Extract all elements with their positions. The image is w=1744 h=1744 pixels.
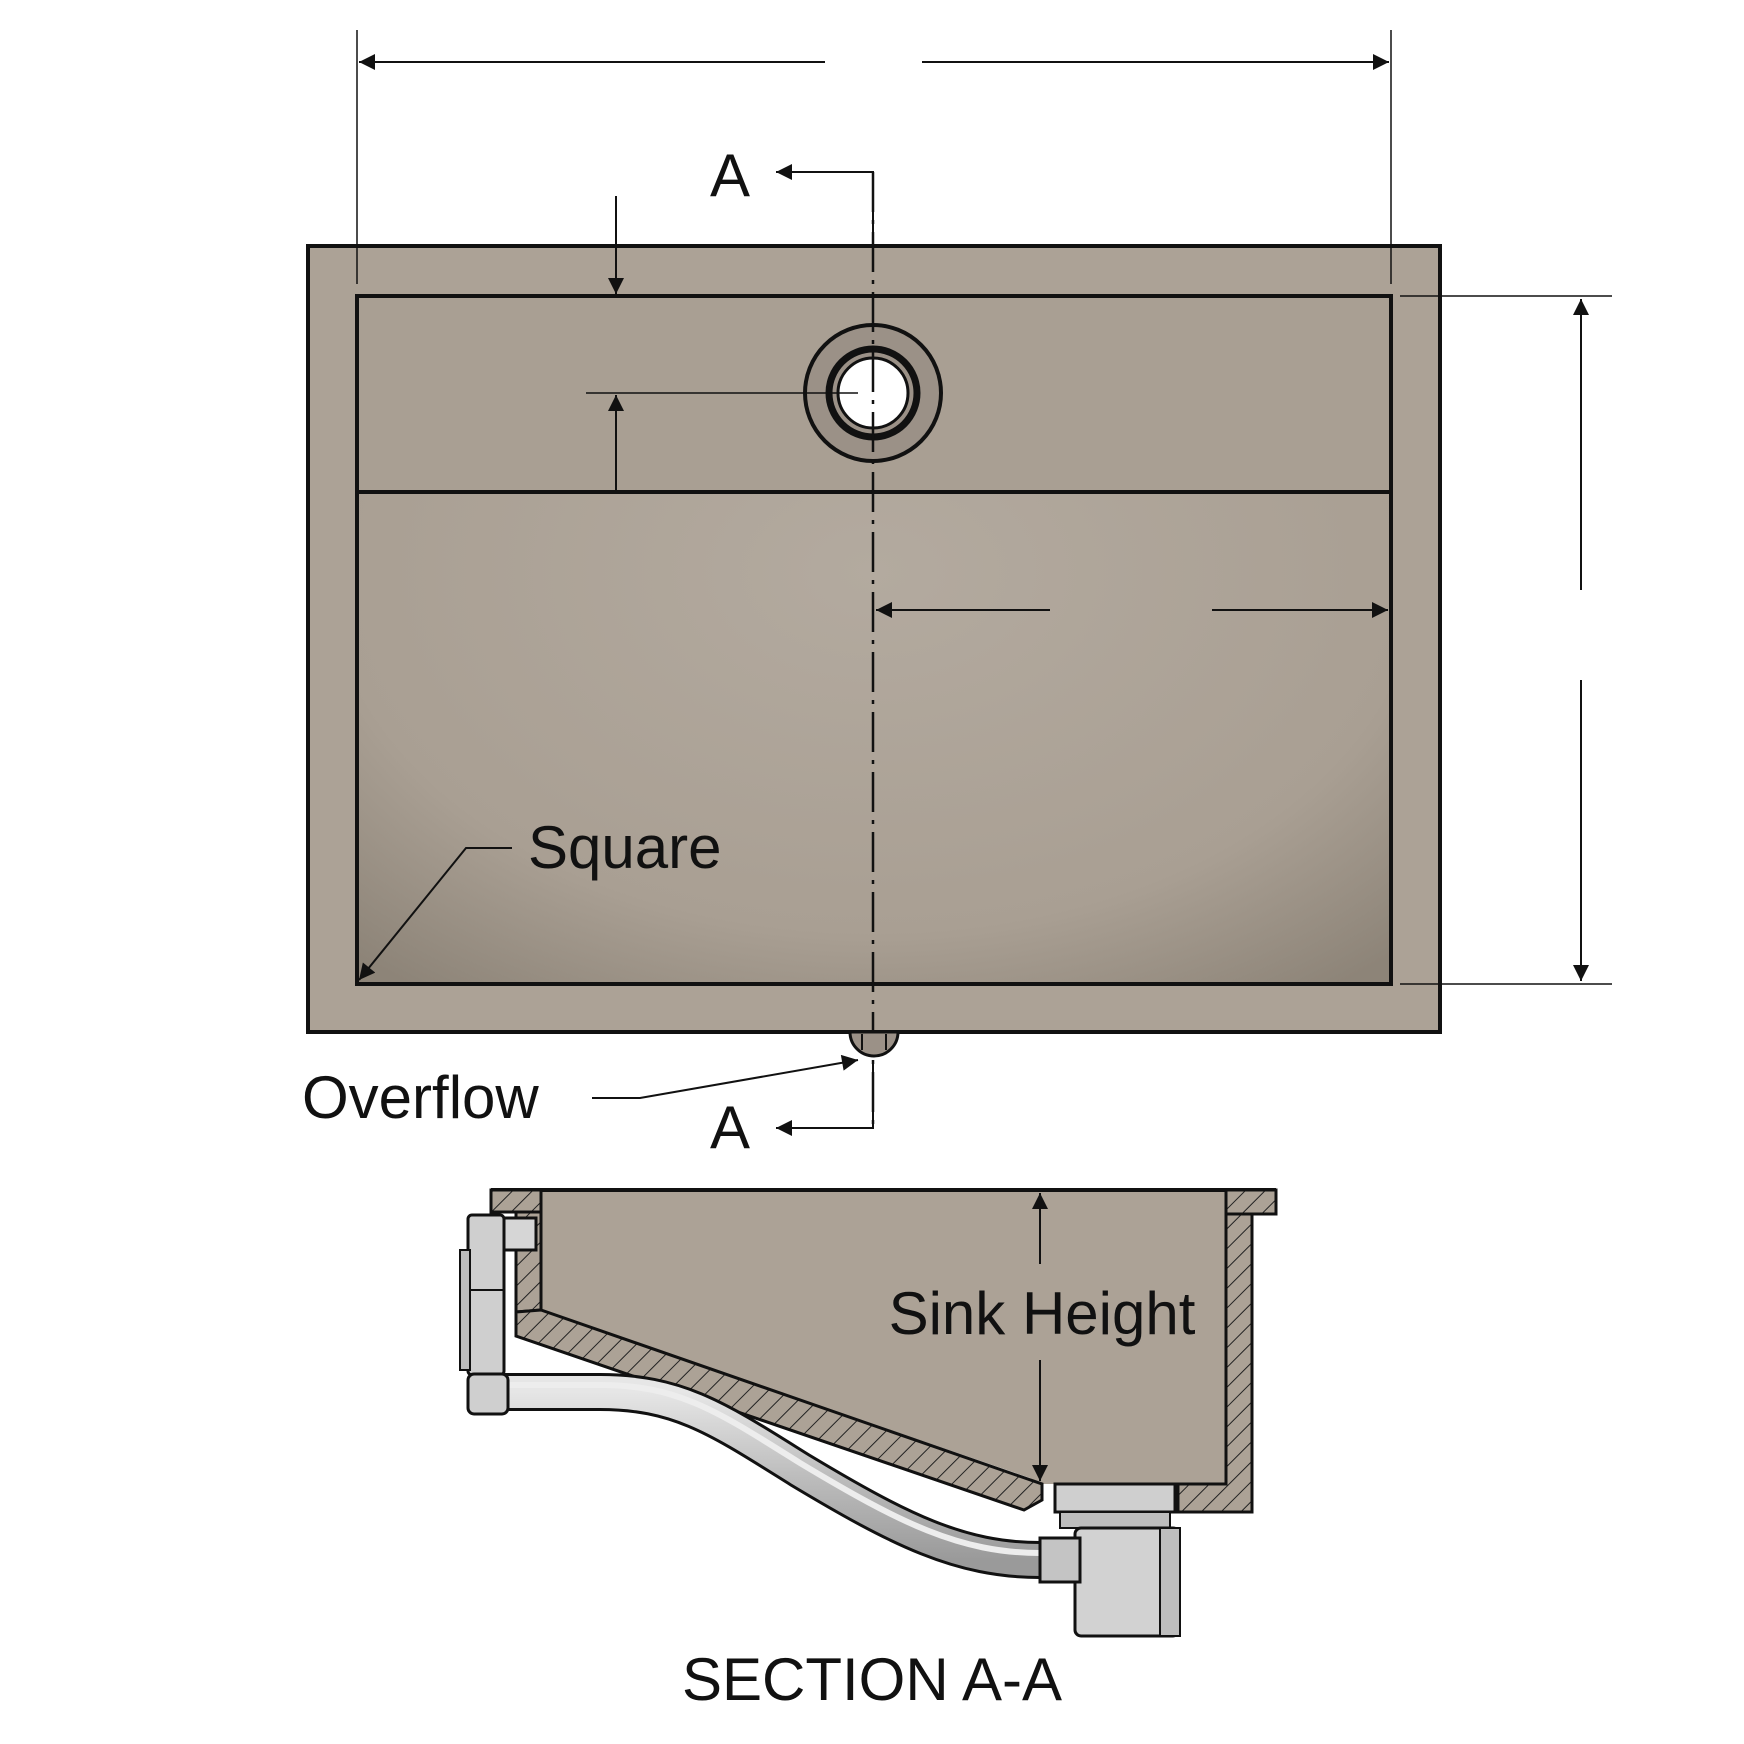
section-marker-bottom bbox=[776, 1060, 874, 1136]
sink-height-label: Sink Height bbox=[889, 1280, 1196, 1347]
square-leader bbox=[358, 847, 512, 981]
section-cavity bbox=[541, 1190, 1226, 1484]
section-view: Sink Height SECTION A-A bbox=[459, 1188, 1278, 1713]
section-marker-top bbox=[776, 164, 874, 236]
section-label-top: A bbox=[710, 142, 750, 209]
section-wall-right bbox=[1176, 1212, 1254, 1514]
section-pipe-elbow bbox=[466, 1372, 510, 1416]
section-sloped-floor bbox=[514, 1308, 1044, 1512]
section-overflow-pipe-fill bbox=[486, 1376, 1078, 1576]
section-overflow-pipe-hl bbox=[486, 1382, 1078, 1556]
section-rim-right bbox=[1224, 1188, 1278, 1216]
overflow-label: Overflow bbox=[302, 1064, 539, 1131]
depth-dimension bbox=[1400, 295, 1612, 985]
section-rim-left bbox=[489, 1188, 543, 1214]
section-overflow-fitting bbox=[459, 1213, 538, 1377]
section-label-bottom: A bbox=[710, 1094, 750, 1161]
drain-offset-dimension bbox=[586, 392, 858, 490]
section-drain-body bbox=[1053, 1482, 1181, 1638]
overflow-leader bbox=[592, 1054, 859, 1099]
plan-view: A A bbox=[302, 30, 1612, 1161]
section-title: SECTION A-A bbox=[682, 1646, 1062, 1713]
square-label: Square bbox=[528, 814, 721, 881]
width-dimension bbox=[356, 30, 1392, 284]
overflow-fitting bbox=[848, 1030, 900, 1058]
section-pipe-coupling bbox=[1038, 1536, 1082, 1584]
